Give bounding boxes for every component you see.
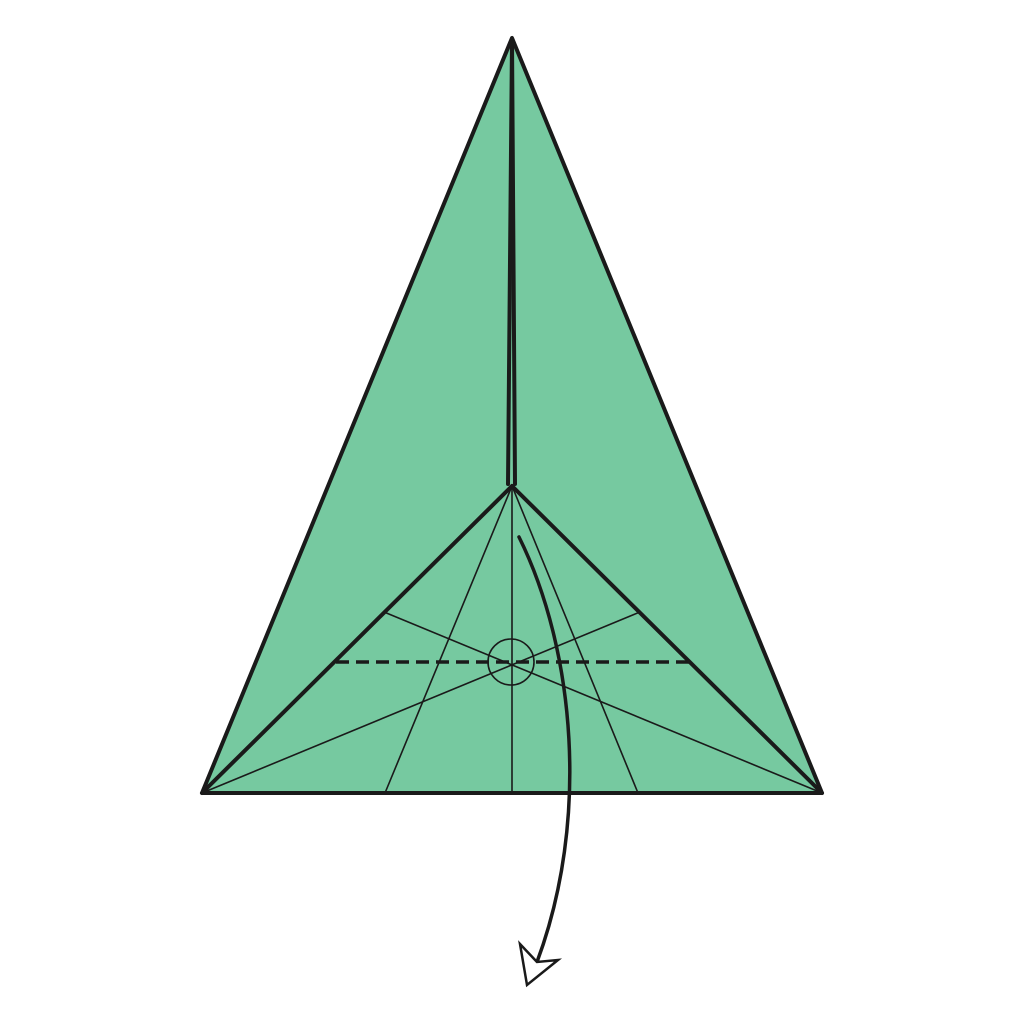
inner-flap-edges	[200, 484, 824, 795]
center-slit	[506, 38, 517, 486]
fold-arrow	[517, 535, 572, 964]
paper-triangle	[202, 38, 822, 793]
slit-edge-right	[510, 38, 517, 486]
arrow-head-icon	[518, 940, 563, 988]
flap-edge-left	[200, 484, 514, 795]
crease-left-corner-diagonal	[201, 611, 641, 794]
crease-right-corner-diagonal	[383, 611, 823, 794]
flap-edge-right	[510, 484, 824, 795]
paper-outline	[200, 36, 824, 795]
